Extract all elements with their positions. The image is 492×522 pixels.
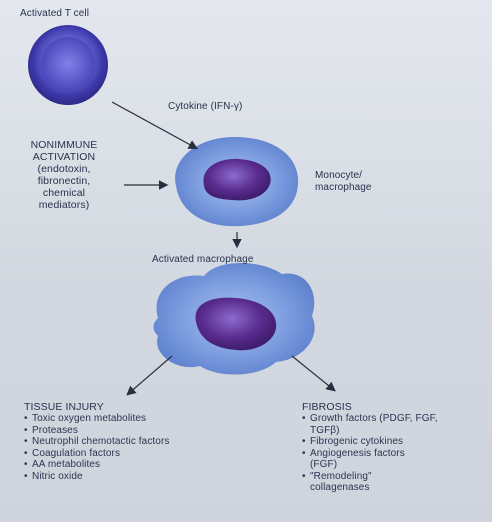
- list-item: Angiogenesis factors (FGF): [302, 448, 410, 471]
- list-item: Proteases: [24, 425, 229, 437]
- nonimmune-detail-line-3: chemical: [42, 187, 86, 199]
- monocyte-macrophage-label: Monocyte/ macrophage: [315, 170, 372, 194]
- activated-macrophage-shape: [153, 263, 315, 375]
- nonimmune-detail-line-4: mediators): [38, 199, 90, 211]
- fibrosis-title: FIBROSIS: [302, 401, 352, 413]
- nonimmune-detail-line-2: fibronectin,: [37, 175, 91, 187]
- list-item: Fibrogenic cytokines: [302, 436, 482, 448]
- tissue-injury-list: Toxic oxygen metabolites Proteases Neutr…: [24, 413, 229, 482]
- list-item: Growth factors (PDGF, FGF, TGFβ): [302, 413, 445, 436]
- list-item: "Remodeling" collagenases: [302, 471, 410, 494]
- tissue-injury-block: TISSUE INJURY Toxic oxygen metabolites P…: [24, 401, 229, 482]
- list-item: Coagulation factors: [24, 448, 229, 460]
- fibrosis-block: FIBROSIS Growth factors (PDGF, FGF, TGFβ…: [302, 401, 482, 494]
- fibrosis-list: Growth factors (PDGF, FGF, TGFβ) Fibroge…: [302, 413, 482, 494]
- tissue-injury-title: TISSUE INJURY: [24, 401, 104, 413]
- list-item: AA metabolites: [24, 459, 229, 471]
- arrow-to-fibrosis: [291, 355, 336, 392]
- nonimmune-title-line-1: NONIMMUNE: [30, 139, 98, 151]
- arrow-tcell-to-monocyte: [111, 101, 199, 150]
- monocyte-label-line-1: Monocyte/: [315, 170, 363, 181]
- cytokine-label: Cytokine (IFN-γ): [168, 101, 243, 112]
- activated-macrophage-label: Activated macrophage: [152, 254, 254, 265]
- list-item: Neutrophil chemotactic factors: [24, 436, 182, 448]
- arrow-to-tissue-injury: [126, 355, 173, 396]
- t-cell-shape: [28, 25, 108, 105]
- monocyte-shape: [175, 136, 299, 227]
- list-item: Nitric oxide: [24, 471, 229, 483]
- nonimmune-detail-line-1: (endotoxin,: [37, 163, 91, 175]
- activated-t-cell-label: Activated T cell: [20, 8, 90, 19]
- monocyte-label-line-2: macrophage: [315, 182, 372, 193]
- nonimmune-title-line-2: ACTIVATION: [32, 151, 96, 163]
- list-item: Toxic oxygen metabolites: [24, 413, 229, 425]
- nonimmune-activation-label: NONIMMUNE ACTIVATION (endotoxin, fibrone…: [14, 139, 114, 211]
